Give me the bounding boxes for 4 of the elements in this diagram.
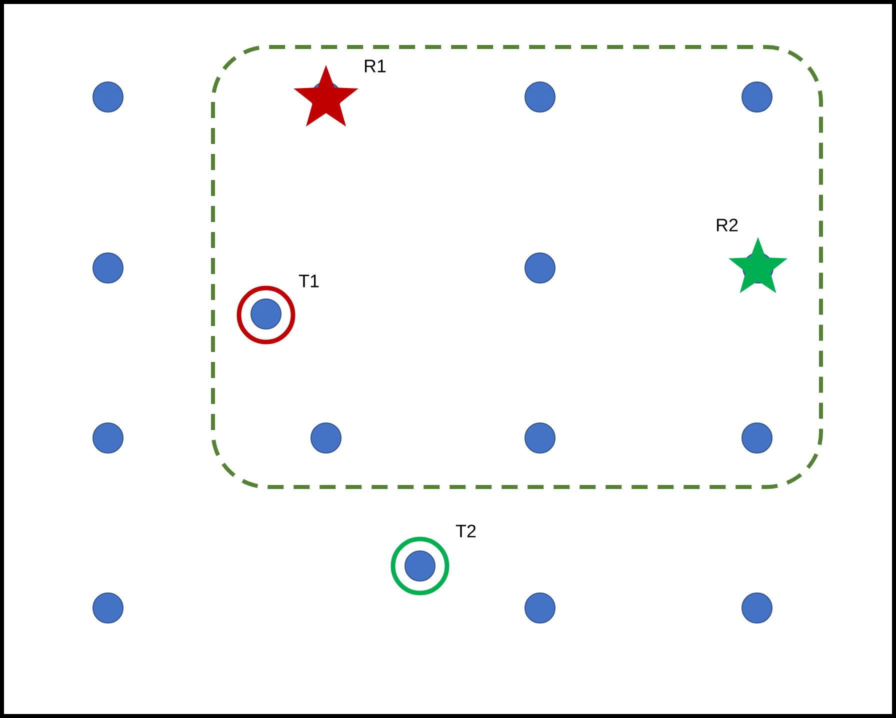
point-label: T2 bbox=[456, 524, 476, 538]
point-label: R2 bbox=[716, 218, 738, 232]
point-label: R1 bbox=[364, 60, 386, 72]
point-label: T1 bbox=[298, 274, 319, 288]
